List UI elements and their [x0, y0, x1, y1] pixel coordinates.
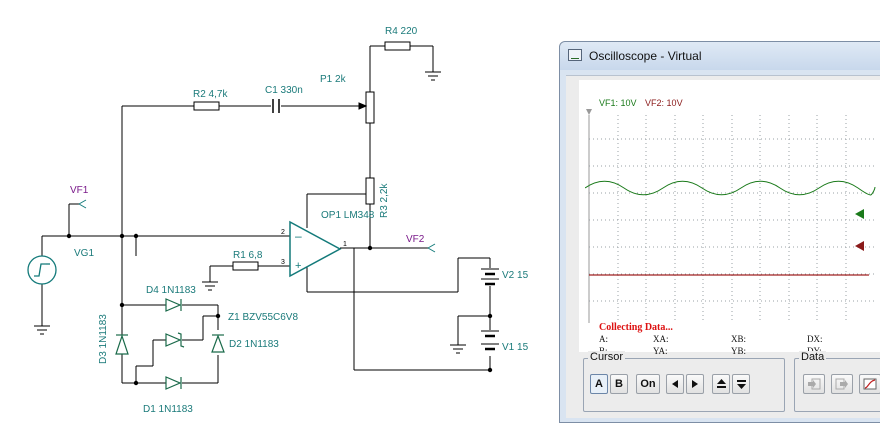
cursor-a-button[interactable]: A	[590, 374, 608, 394]
arrow-right-icon	[692, 380, 698, 388]
import-icon	[808, 378, 821, 390]
export-icon	[835, 378, 848, 390]
readout-yb: YB:	[731, 346, 747, 356]
arrow-up-double-icon	[716, 379, 726, 388]
p1-potentiometer[interactable]	[365, 91, 375, 124]
data-group: Data	[794, 351, 880, 412]
readout-dx: DX:	[807, 334, 823, 344]
d4-label: D4 1N1183	[146, 285, 196, 296]
data-export-button[interactable]	[831, 374, 853, 394]
svg-text:–: –	[295, 229, 302, 243]
cursor-on-button[interactable]: On	[636, 374, 660, 394]
r2-resistor[interactable]	[193, 101, 220, 111]
scope-display[interactable]	[585, 109, 879, 327]
scope-screen-panel: VF1: 10V VF2: 10V	[579, 80, 880, 356]
r2-label: R2 4,7k	[193, 89, 228, 100]
op1-opamp[interactable]: – +	[289, 220, 342, 278]
d3-diode[interactable]	[115, 334, 129, 355]
op1-label: OP1 LM348	[321, 210, 375, 221]
oscilloscope-app-icon	[568, 49, 582, 61]
d2-diode[interactable]	[211, 334, 225, 353]
readout-a: A:	[599, 334, 608, 344]
vf2-probe-icon[interactable]	[427, 243, 436, 253]
vf1-label: VF1	[70, 185, 89, 196]
z1-zener[interactable]	[165, 332, 185, 348]
cursor-b-button[interactable]: B	[610, 374, 628, 394]
vf1-trace	[585, 180, 876, 196]
c1-capacitor[interactable]	[272, 99, 280, 113]
scope-grid	[589, 115, 875, 323]
data-import-button[interactable]	[803, 374, 825, 394]
p1-label: P1 2k	[320, 74, 347, 85]
pin-2-label: 2	[281, 229, 285, 236]
z1-label: Z1 BZV55C6V8	[228, 312, 298, 323]
vg1-source[interactable]	[27, 255, 57, 285]
oscilloscope-window[interactable]: Oscilloscope - Virtual VF1: 10V VF2: 10V	[559, 41, 880, 423]
schematic-canvas[interactable]: – +	[0, 0, 560, 433]
cursor-right-button[interactable]	[686, 374, 704, 394]
cursor-group-title: Cursor	[588, 351, 626, 363]
vf1-level-marker-icon[interactable]	[855, 209, 864, 219]
vf2-label: VF2	[406, 234, 425, 245]
curve-plot-icon	[863, 378, 877, 390]
channel-labels: VF1: 10V VF2: 10V	[599, 98, 689, 108]
r4-label: R4 220	[385, 26, 418, 37]
pin-1-label: 1	[343, 241, 347, 248]
window-title: Oscilloscope - Virtual	[589, 49, 702, 63]
cursor-left-button[interactable]	[666, 374, 684, 394]
vf2-channel-label: VF2: 10V	[645, 98, 683, 108]
junction-dots	[66, 233, 493, 386]
r1-label: R1 6,8	[233, 250, 263, 261]
pin-3-label: 3	[281, 259, 285, 266]
cursor-down-button[interactable]	[732, 374, 750, 394]
cursor-up-button[interactable]	[712, 374, 730, 394]
cursor-group: Cursor A B On	[583, 351, 785, 412]
data-group-title: Data	[799, 351, 827, 363]
vf2-level-marker-icon[interactable]	[855, 241, 864, 251]
v2-battery[interactable]	[481, 268, 499, 286]
readout-ya: YA:	[653, 346, 668, 356]
oscilloscope-client-area: VF1: 10V VF2: 10V	[566, 75, 880, 418]
v2-label: V2 15	[502, 270, 529, 281]
d1-diode[interactable]	[165, 376, 182, 390]
r3-resistor[interactable]	[365, 177, 375, 205]
ground-symbols	[34, 71, 466, 354]
d3-label: D3 1N1183	[98, 314, 109, 364]
v1-battery[interactable]	[481, 330, 499, 351]
r3-label: R3 2,2k	[379, 183, 390, 218]
d2-label: D2 1N1183	[229, 339, 279, 350]
readout-xa: XA:	[653, 334, 669, 344]
c1-label: C1 330n	[265, 85, 303, 96]
status-text: Collecting Data...	[599, 322, 673, 333]
v1-label: V1 15	[502, 342, 529, 353]
vf1-channel-label: VF1: 10V	[599, 98, 637, 108]
vg1-label: VG1	[74, 248, 94, 259]
window-titlebar[interactable]: Oscilloscope - Virtual	[560, 42, 880, 70]
r4-resistor[interactable]	[384, 41, 411, 51]
r1-resistor[interactable]	[232, 261, 259, 271]
trigger-marker-icon[interactable]	[586, 109, 592, 115]
d1-label: D1 1N1183	[143, 404, 193, 415]
arrow-left-icon	[672, 380, 678, 388]
data-plot-button[interactable]	[859, 374, 880, 394]
arrow-down-double-icon	[736, 380, 746, 389]
d4-diode[interactable]	[165, 298, 182, 312]
readout-xb: XB:	[731, 334, 747, 344]
svg-text:+: +	[295, 260, 301, 272]
vf1-probe-icon[interactable]	[78, 199, 87, 209]
